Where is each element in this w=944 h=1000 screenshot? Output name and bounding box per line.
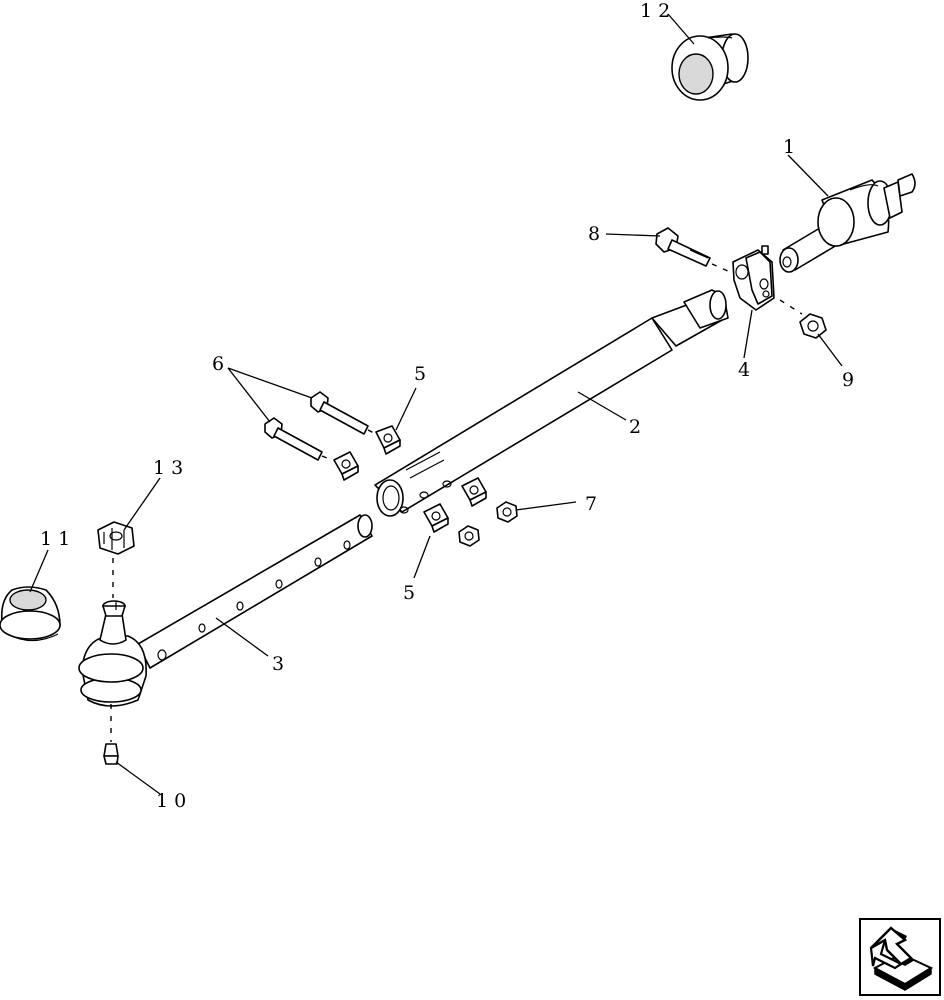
part-11-dust-boot [0,586,61,642]
callout-9: 9 [842,369,854,391]
part-9-nut [799,313,827,339]
callout-8: 8 [588,223,600,245]
part-2-tube [374,289,729,517]
part-10-grease-fitting [103,743,119,765]
callout-11: 1 1 [40,528,70,550]
callout-6: 6 [212,353,224,375]
part-5-washer-b [333,451,359,481]
return-arrow-icon [869,926,934,991]
callout-7: 7 [585,493,597,515]
bolt-6-centerline-lower [321,455,333,461]
bolt-8-centerline [711,263,731,273]
callout-5-bottom: 5 [403,582,415,604]
part-7-nut-a [496,501,518,523]
callout-3: 3 [272,653,284,675]
part-13-castle-nut [97,521,135,555]
part-5-washer-a [375,425,401,455]
part-5-washer-c [461,477,487,507]
part-7-nut-b [458,525,480,547]
callout-10: 1 0 [156,790,186,812]
part-12-bushing [671,33,749,101]
part-6-bolt-lower [264,417,323,461]
leader-lines [29,13,843,795]
callout-13: 1 3 [153,457,183,479]
part-1-inner-tie-rod [779,173,916,273]
clamp-to-nut-centerline [779,299,803,315]
return-button[interactable] [859,918,941,996]
part-6-bolt-upper [310,391,369,435]
part-5-washer-d [423,503,449,533]
callout-12: 1 2 [640,0,670,22]
part-3-outer-tie-rod [78,514,373,707]
callout-4: 4 [738,359,750,381]
callout-5-top: 5 [414,363,426,385]
part-4-clamp [732,245,775,311]
bolt-6-centerline-upper [367,429,377,435]
callout-1: 1 [783,136,795,158]
callout-2: 2 [629,416,641,438]
part-8-bolt [655,227,711,267]
